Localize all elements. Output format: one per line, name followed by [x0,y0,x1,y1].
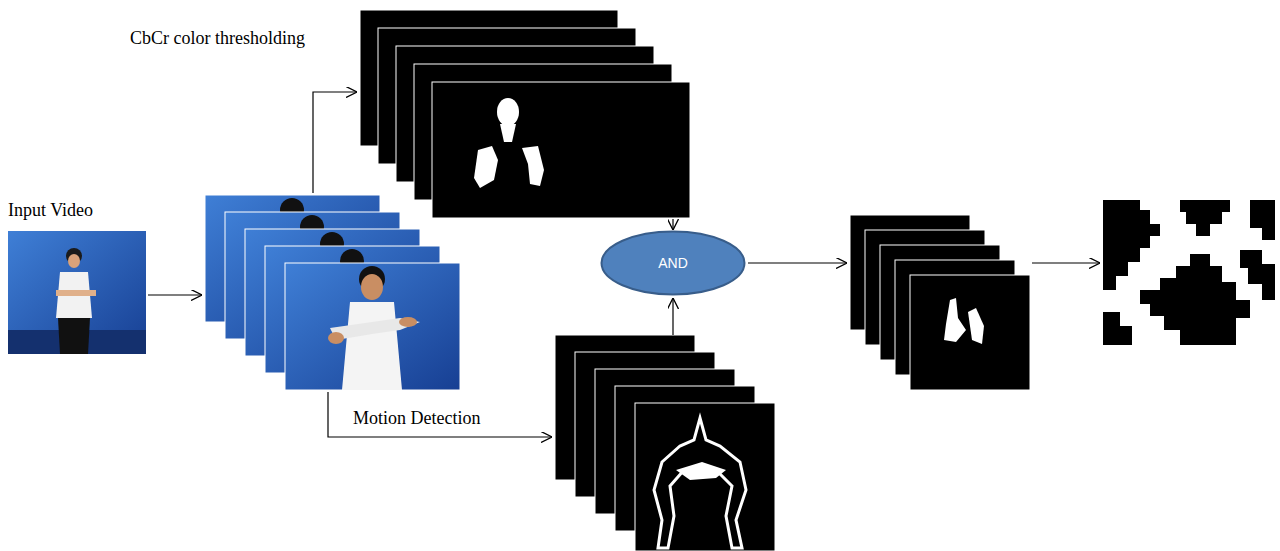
input-thumbnail [8,231,146,354]
flow-arrows [148,92,1100,437]
video-frames [205,195,460,390]
result-masks [850,215,1030,390]
caption-label: Input Video [8,200,93,221]
motion-masks [555,335,775,551]
and-ellipse: AND [600,230,746,296]
operator-text: AND [658,255,688,271]
caption-label: Motion Detection [353,408,480,429]
color-masks [360,10,690,218]
caption-label: CbCr color thresholding [130,28,305,49]
zoomed-hands [1103,200,1275,345]
